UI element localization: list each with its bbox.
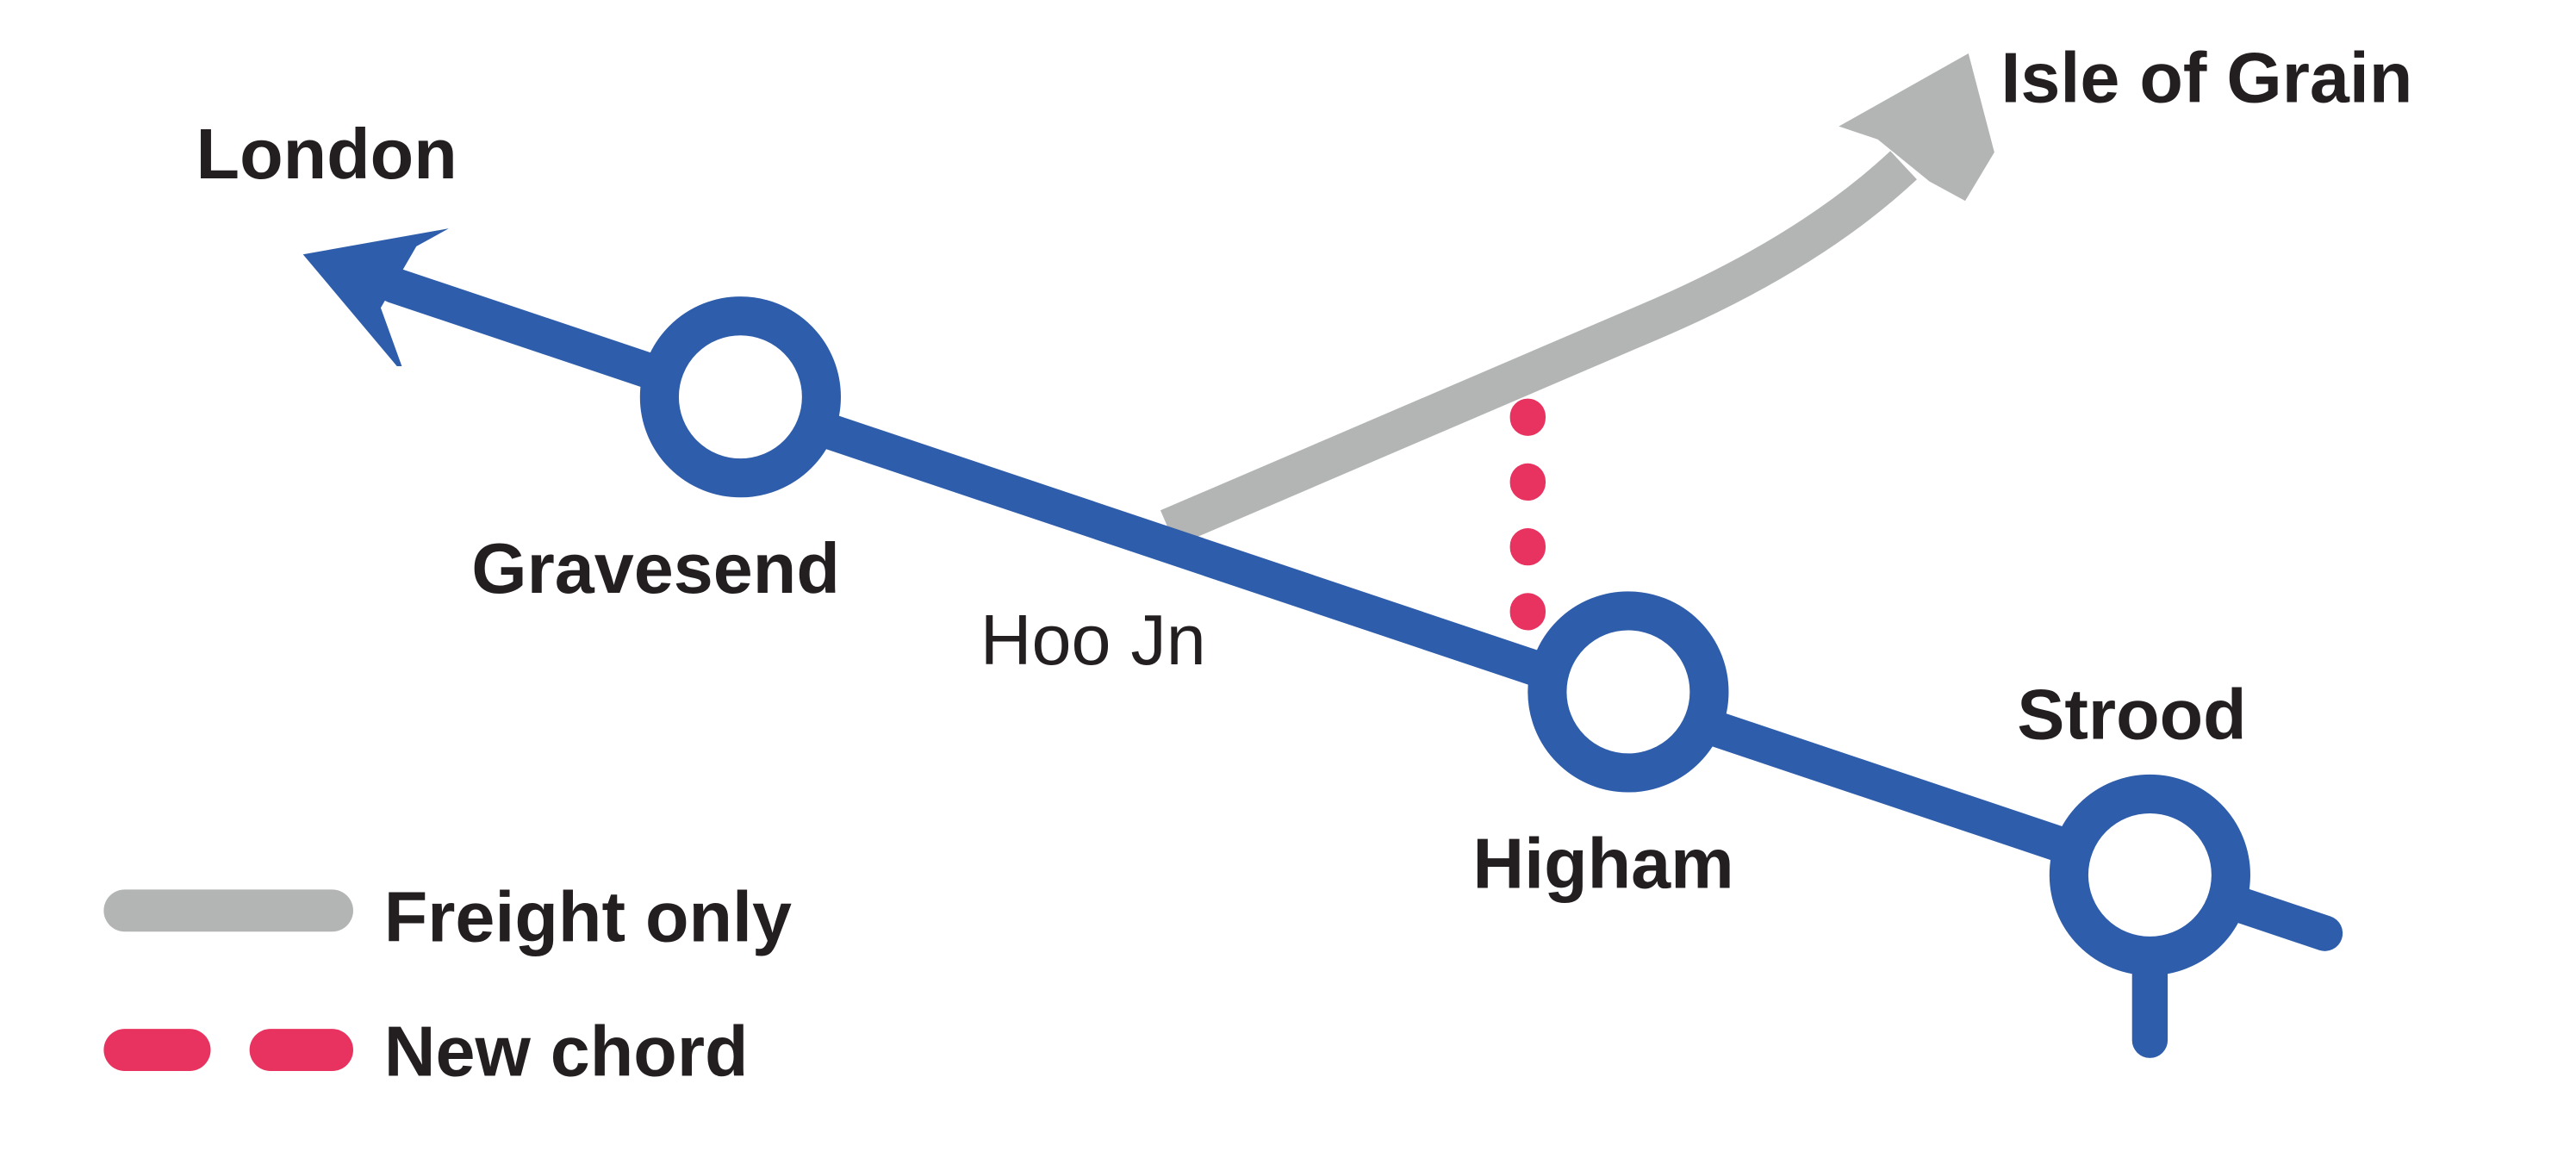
station-marker-higham[interactable] — [1528, 591, 1729, 793]
legend-label-new-chord: New chord — [384, 1012, 749, 1092]
legend-label-freight-only: Freight only — [384, 877, 792, 957]
station-marker-strood[interactable] — [2049, 774, 2250, 976]
station-marker-gravesend[interactable] — [639, 296, 841, 498]
label-hoo-jn: Hoo Jn — [980, 600, 1206, 680]
label-strood: Strood — [2017, 674, 2247, 754]
label-higham: Higham — [1472, 823, 1733, 903]
label-gravesend: Gravesend — [471, 528, 840, 608]
london-arrow-icon — [302, 228, 449, 366]
label-london: London — [196, 114, 457, 194]
legend: Freight only New chord — [103, 877, 792, 1092]
label-isle-of-grain: Isle of Grain — [2000, 37, 2412, 117]
isle-of-grain-arrow-icon — [1839, 53, 1994, 202]
freight-line — [1160, 151, 1917, 546]
